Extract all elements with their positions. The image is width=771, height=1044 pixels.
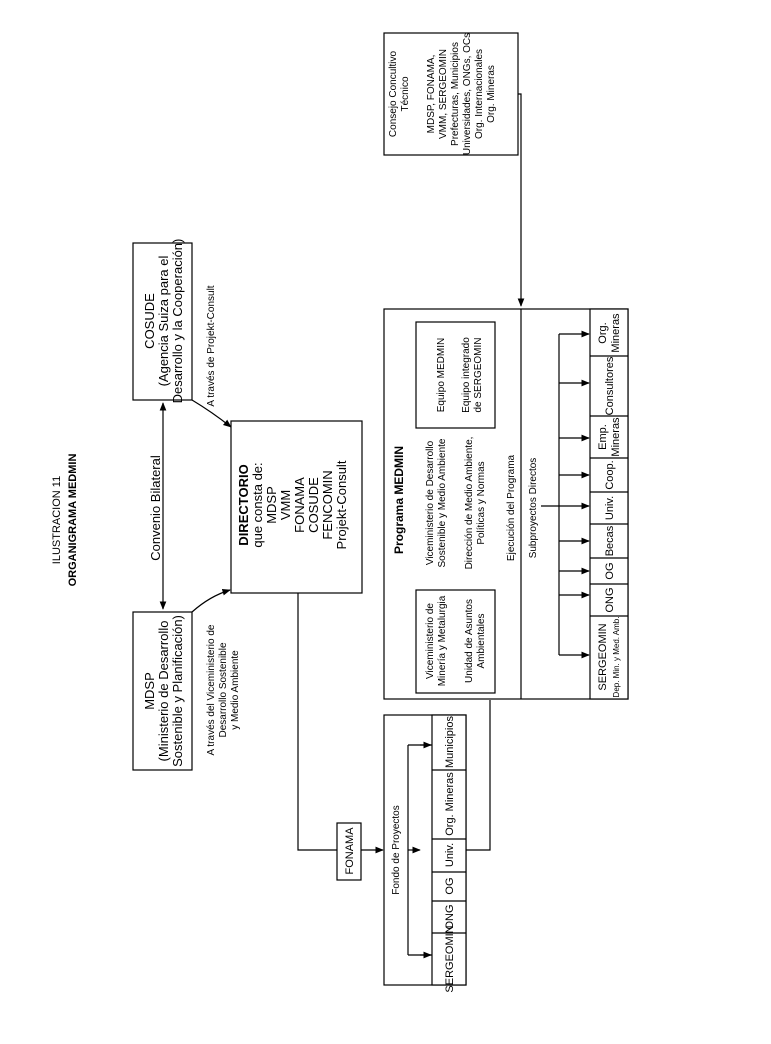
mdsp-line3: Sostenible y Planificación) [170,615,185,767]
title-block: ILUSTRACION 11 ORGANIGRAMA MEDMIN [51,454,79,587]
cell-sergeomin-sub: Dep. Min. y Med. Amb. [612,617,621,698]
fondo-label: Fondo de Proyectos [391,805,402,895]
consejo-line: Org. Mineras [486,65,497,123]
programa-box1-line4: Ambientales [476,613,487,668]
consejo-line: Universidades, ONGs, OCs [462,33,473,155]
cell-emp-mineras-2: Mineras [610,417,622,457]
programa-box: Programa MEDMIN Viceministerio de Minerí… [383,308,629,700]
cell-og: OG [604,562,616,579]
programa-box1-line1: Viceministerio de [425,603,436,679]
programa-title: Programa MEDMIN [392,446,406,554]
programa-col2-line1: Viceministerio de Desarrollo [425,440,436,565]
programa-box3-line1: Equipo MEDMIN [436,338,447,412]
fondo-cell-univ: Univ. [444,843,456,867]
via-vice-line1: A través del Viceministerio de [206,624,217,755]
fonama-box: FONAMA [336,822,362,881]
via-vice-line3: y Medio Ambiente [230,650,241,730]
consejo-line: MDSP, FONAMA, [426,55,437,134]
directorio-box: DIRECTORIO que consta de: MDSP VMM FONAM… [230,420,363,594]
consejo-box: Consejo Concultivo Técnico MDSP, FONAMA,… [383,32,519,156]
fondo-cell-og: OG [444,877,456,894]
ejecucion-label: Ejecución del Programa [506,454,517,561]
convenio-label: Convenio Bilateral [148,455,163,561]
cell-coop: Coop. [604,460,616,489]
consejo-line: Técnico [400,76,411,111]
mdsp-line2: (Ministerio de Desarrollo [156,621,171,762]
cell-emp-mineras-1: Emp. [597,424,609,450]
consejo-line: Prefecturas, Municipios [450,42,461,146]
programa-col2-line3: Dirección de Medio Ambiente, [464,437,475,570]
mdsp-box: MDSP (Ministerio de Desarrollo Sostenibl… [132,611,193,771]
directorio-member: Projekt-Consult [334,460,349,549]
programa-cells-row [589,308,629,700]
directorio-member: VMM [278,490,293,520]
consejo-line: Consejo Concultivo [388,50,399,137]
consejo-programa-arrow [517,93,525,307]
subproyectos-label: Subproyectos Directos [528,458,539,559]
cell-becas: Becas [604,525,616,556]
directorio-member: FENCOMIN [320,470,335,539]
cell-org-mineras-1: Org. [597,322,609,343]
fondo-cells-row [431,714,467,986]
fondo-cell-sergeomin: SERGEOMIN [444,925,456,992]
programa-box3-line2: Equipo integrado [461,337,472,413]
cosude-line1: COSUDE [142,293,157,349]
fondo-cell-municipios: Municipios [444,716,456,768]
cosude-line3: Desarrollo y la Cooperación) [170,239,185,404]
programa-box3-line3: de SERGEOMIN [473,337,484,412]
directorio-member: COSUDE [306,477,321,533]
programa-box1-line3: Unidad de Asuntos [464,599,475,683]
cell-consultores: Consultores [604,356,616,415]
cell-sergeomin: SERGEOMIN [597,623,609,690]
cosude-line2: (Agencia Suiza para el [156,255,171,386]
mdsp-line1: MDSP [142,672,157,710]
fondo-cell-ong: ONG [444,904,456,929]
directorio-member: MDSP [264,486,279,524]
directorio-fonama-connector [297,593,337,851]
cell-org-mineras-2: Mineras [610,313,622,353]
directorio-member: FONAMA [292,477,307,533]
via-vice-line2: Desarrollo Sostenible [218,642,229,737]
fondo-cell-org-mineras: Org. Mineras [444,772,456,836]
cell-univ: Univ. [604,496,616,520]
convenio-connector: Convenio Bilateral [148,402,167,610]
programa-col2-line2: Sostenible y Medio Ambiente [437,438,448,567]
title-line1: ILUSTRACION 11 [51,476,63,564]
consejo-line: Org. Internacionales [474,49,485,139]
directorio-feed-arrows: A través de Projekt-Consult A través del… [191,285,241,756]
page-title: ORGANIGRAMA MEDMIN [67,454,79,587]
directorio-title: DIRECTORIO [236,464,251,545]
via-projekt-label: A través de Projekt-Consult [206,285,217,406]
fondo-box: Fondo de Proyectos SERGEOMIN ONG OG Univ… [383,714,467,993]
fonama-label: FONAMA [344,827,356,875]
programa-box1-line2: Minería y Metalurgia [437,595,448,686]
cosude-box: COSUDE (Agencia Suiza para el Desarrollo… [132,239,193,404]
consejo-line: VMM, SERGEOMIN [438,49,449,139]
programa-col2-line4: Políticas y Normas [476,461,487,544]
cell-ong: ONG [604,587,616,612]
directorio-subtitle: que consta de: [250,462,265,547]
